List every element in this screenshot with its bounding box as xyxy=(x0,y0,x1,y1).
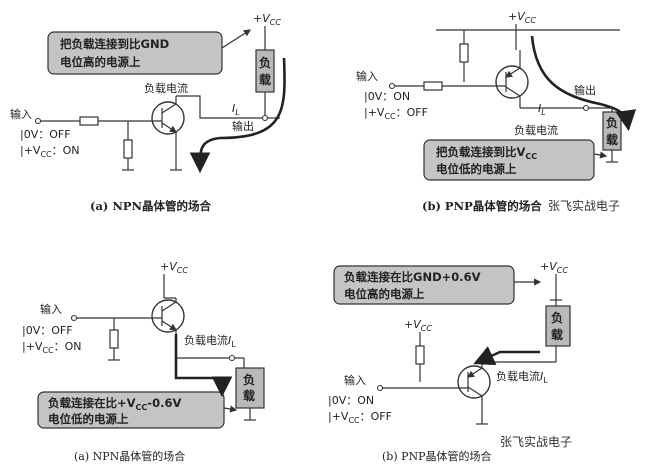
load-current-label: 负载电流 xyxy=(514,123,558,137)
load-label-1: 负 xyxy=(606,115,618,130)
output-label: 输出 xyxy=(574,83,596,97)
callout-line-2: 电位高的电源上 xyxy=(344,287,425,301)
base-resistor xyxy=(423,81,443,91)
callout-line-2: 电位低的电源上 xyxy=(436,162,517,176)
callout-line-1: 负载连接在比GND+0.6V xyxy=(344,270,481,284)
current-flow-arrow xyxy=(473,346,540,366)
panel-bottom-right-pnp: 负载连接在比GND+0.6V 电位高的电源上 +VCC 负 载 +VCC 负载电… xyxy=(328,260,572,463)
state-2: |+VCC：OFF xyxy=(364,106,428,121)
state-1: |0V：ON xyxy=(328,394,374,407)
load-label-1: 负 xyxy=(259,55,271,70)
panel-top-left-npn: +VCC 负 载 把负载连接到比GND 电位高的电源上 IL 输出 负载电流 输… xyxy=(10,12,286,213)
input-label: 输入 xyxy=(356,69,378,83)
watermark-text: 张飞实战电子 xyxy=(548,198,620,213)
pullup-resistor xyxy=(459,43,469,63)
pulldown-resistor xyxy=(123,139,133,159)
caption: (a) NPN晶体管的场合 xyxy=(74,449,185,463)
pnp-transistor-icon xyxy=(457,365,491,399)
input-label: 输入 xyxy=(40,302,62,316)
input-label: 输入 xyxy=(344,373,366,387)
callout-line-2: 电位高的电源上 xyxy=(60,55,141,69)
state-2: |+VCC：OFF xyxy=(328,410,392,425)
load-label-2: 载 xyxy=(606,132,618,147)
load-label-1: 负 xyxy=(243,372,255,387)
vcc-label: +VCC xyxy=(160,260,188,275)
vcc-label: +VCC xyxy=(508,10,536,25)
current-flow-arrow xyxy=(189,57,286,174)
callout-bubble xyxy=(333,265,515,305)
state-2: |+VCC：ON xyxy=(20,144,80,159)
callout-bubble xyxy=(37,391,225,429)
state-1: |0V：OFF xyxy=(22,324,73,337)
callout-line-1: 把负载连接到比VCC xyxy=(436,145,537,161)
vcc-label-right: +VCC xyxy=(540,260,568,275)
callout-line-2: 电位低的电源上 xyxy=(48,412,129,426)
caption: (a) NPN晶体管的场合 xyxy=(90,199,212,213)
vcc-label: +VCC xyxy=(253,12,281,27)
input-label: 输入 xyxy=(10,107,32,121)
callout-pointer xyxy=(221,29,252,49)
current-flow-arrow xyxy=(530,35,637,132)
load-box xyxy=(545,305,571,347)
state-2: |+VCC：ON xyxy=(22,340,82,355)
collector-wire xyxy=(176,95,265,119)
panel-top-right-pnp: +VCC 输出 IL 负载电流 负 载 输入 |0V：ON |+VCC：OFF xyxy=(356,10,637,213)
callout-line-1: 负载连接在比+VCC-0.6V xyxy=(48,396,181,412)
load-label-1: 负 xyxy=(551,310,563,325)
pnp-transistor-icon xyxy=(495,65,529,99)
load-label-2: 载 xyxy=(259,72,271,87)
callout-line-1: 把负载连接到比GND xyxy=(60,37,169,51)
callout-bubble xyxy=(423,139,595,181)
base-resistor xyxy=(79,116,99,126)
il-label: IL xyxy=(538,102,546,117)
npn-transistor-icon xyxy=(151,299,185,333)
current-flow-arrow xyxy=(174,334,233,398)
state-1: |0V：OFF xyxy=(20,128,71,141)
load-current-label: 负载电流IL xyxy=(496,369,548,385)
panel-bottom-left-npn: +VCC 负载电流IL 负 载 输入 |0V：OFF |+VCC：ON 负载连接… xyxy=(22,260,265,463)
output-label: 输出 xyxy=(232,119,254,133)
il-label: IL xyxy=(232,102,240,117)
watermark-text: 张飞实战电子 xyxy=(500,434,572,449)
callout-bubble xyxy=(47,31,223,75)
caption: (b) PNP晶体管的场合 xyxy=(382,449,492,463)
load-box xyxy=(235,367,265,409)
load-label-2: 载 xyxy=(551,327,563,342)
load-current-label: 负载电流IL xyxy=(184,333,236,349)
load-label-2: 载 xyxy=(243,388,255,403)
state-1: |0V：ON xyxy=(364,90,410,103)
load-current-label: 负载电流 xyxy=(144,81,188,95)
vcc-label-left: +VCC xyxy=(404,318,432,333)
npn-transistor-icon xyxy=(151,101,185,135)
pullup-resistor xyxy=(415,345,425,365)
caption: (b) PNP晶体管的场合 xyxy=(422,199,542,213)
pulldown-resistor xyxy=(109,329,119,349)
